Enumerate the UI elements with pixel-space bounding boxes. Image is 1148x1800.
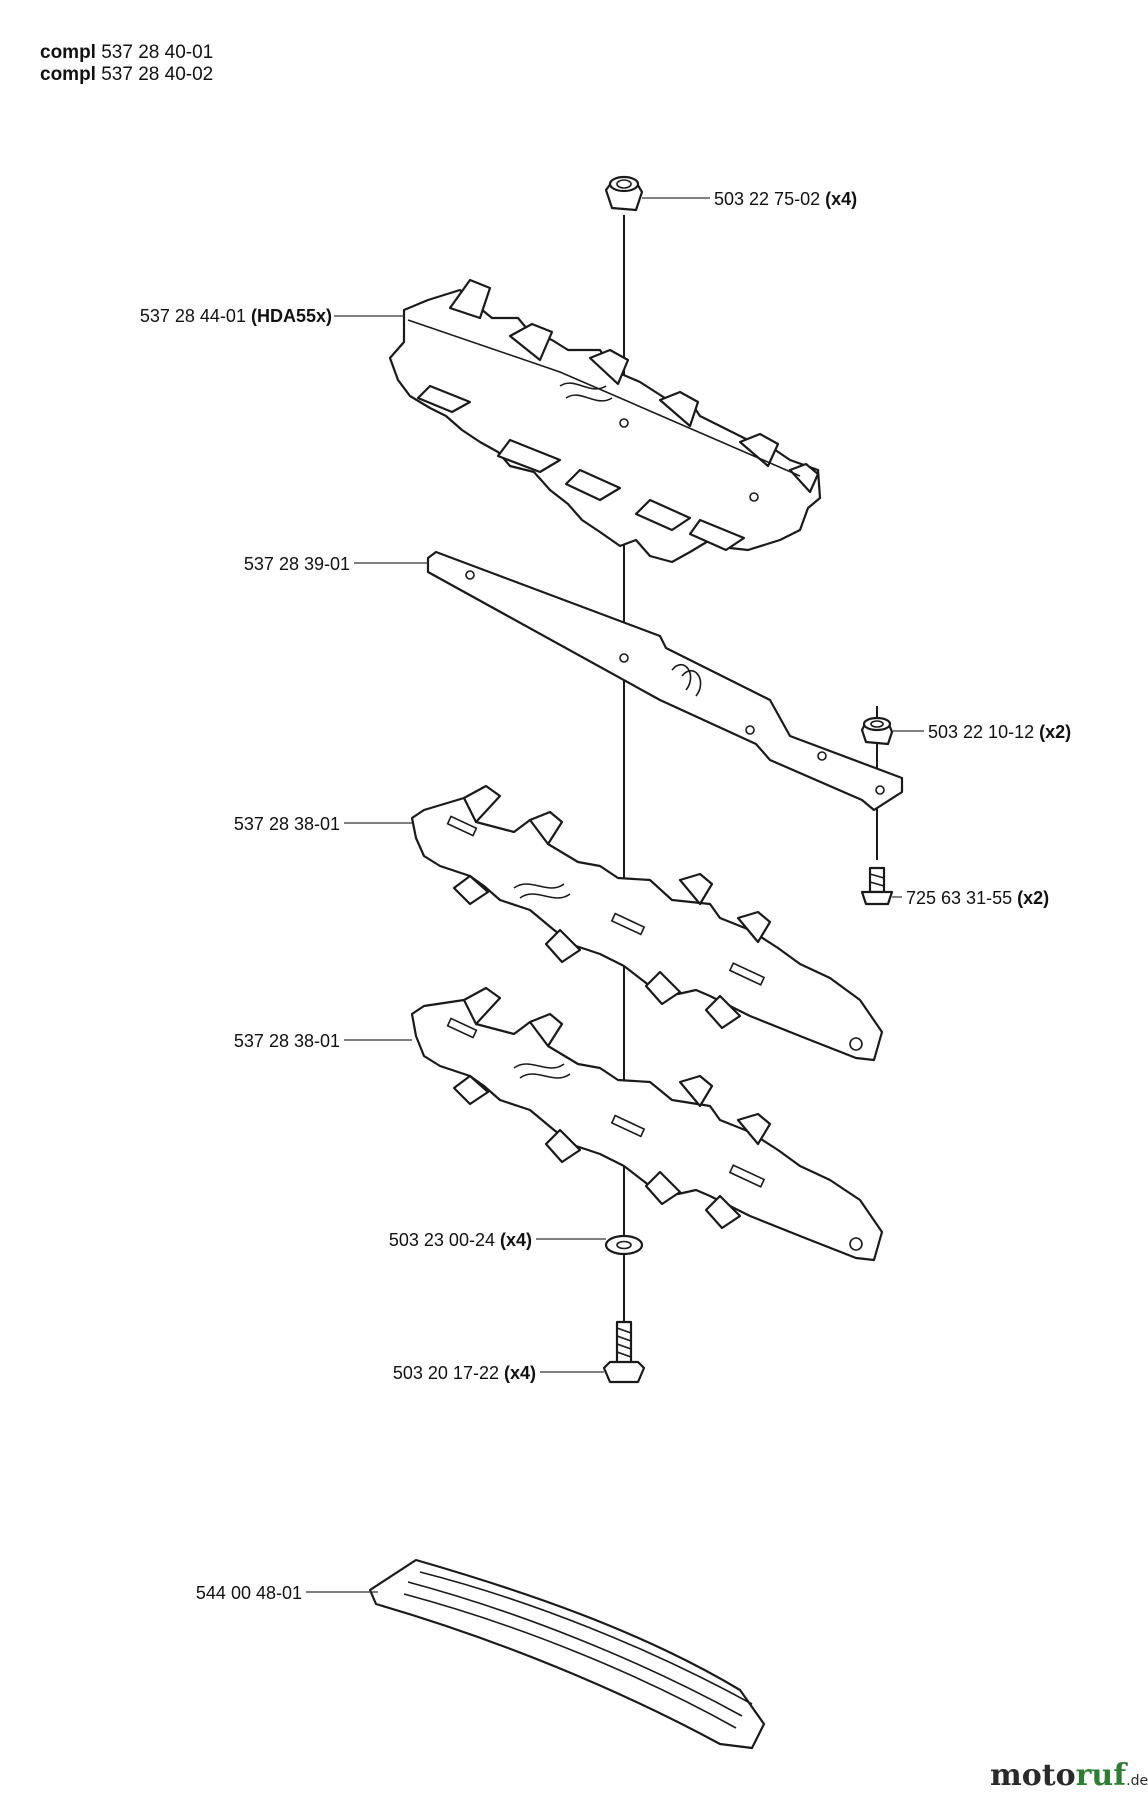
label-blade-b: 537 28 38-01 [234,1031,340,1051]
side-nut-part [860,716,894,746]
blade-a-part [410,784,884,1062]
upper-blade-part [388,278,822,564]
label-guide-bar: 537 28 39-01 [244,554,350,574]
header-line-2: compl 537 28 40-02 [40,64,213,85]
watermark-logo: motoruf.de [990,1758,1148,1793]
nut-part [604,175,644,212]
label-screw: 725 63 31-55 (x2) [906,888,1049,908]
washer-part [604,1234,644,1256]
label-bolt: 503 20 17-22 (x4) [393,1363,536,1383]
guide-bar-part [426,550,904,812]
label-blade-a: 537 28 38-01 [234,814,340,834]
guard-part [368,1558,766,1750]
header-line-1: compl 537 28 40-01 [40,42,213,63]
label-side-nut: 503 22 10-12 (x2) [928,722,1071,742]
label-upper-blade: 537 28 44-01 (HDA55x) [140,306,332,326]
label-nut: 503 22 75-02 (x4) [714,189,857,209]
bolt-part [602,1320,646,1384]
screw-part [860,866,894,906]
label-washer: 503 23 00-24 (x4) [389,1230,532,1250]
label-guard: 544 00 48-01 [196,1583,302,1603]
blade-b-part [410,986,884,1262]
